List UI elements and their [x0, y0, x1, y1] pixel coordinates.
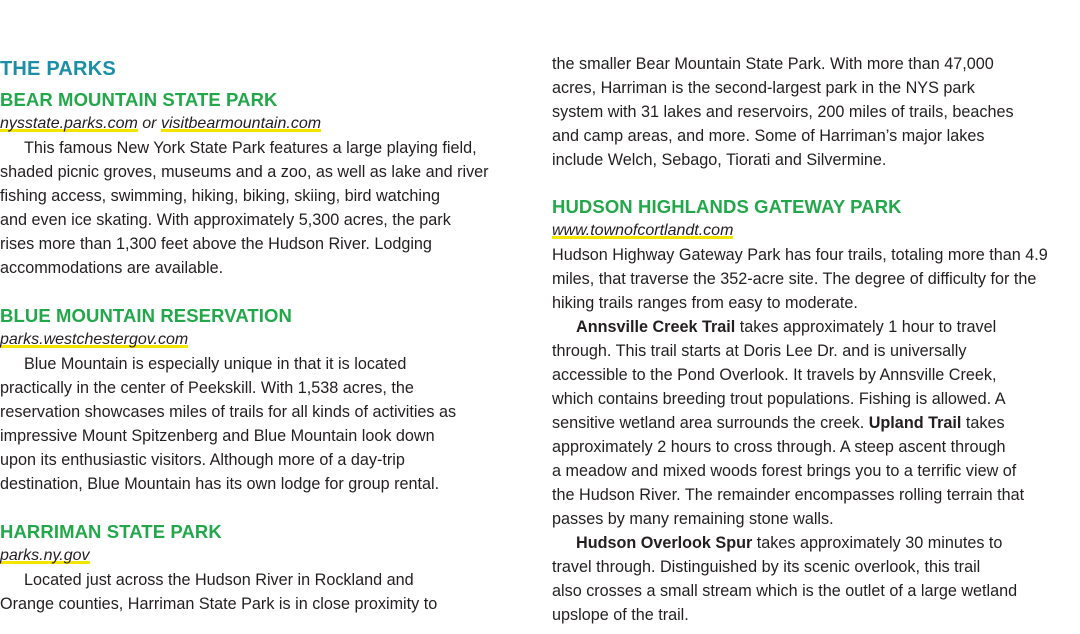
trail-text-hudson-overlook: takes approximately 30 minutes to travel… [552, 534, 1018, 624]
trail-description-annsville-upland: Annsville Creek Trail takes approximatel… [552, 315, 1080, 531]
url-separator: or [142, 115, 157, 132]
section-title: THE PARKS [0, 58, 116, 80]
trail-name-annsville-creek: Annsville Creek Trail [576, 318, 736, 336]
park-description-blue-mountain: Blue Mountain is especially unique in th… [0, 355, 457, 493]
link-townofcortlandt[interactable]: www.townofcortlandt.com [552, 222, 734, 239]
park-url-harriman: parks.ny.gov [0, 544, 90, 568]
link-visitbearmountain[interactable]: visitbearmountain.com [160, 115, 322, 132]
link-parks-ny-gov[interactable]: parks.ny.gov [0, 547, 90, 564]
trail-text-annsville-creek: takes approximately 1 hour to travel thr… [552, 318, 1006, 432]
trail-text-upland: takes approximately 2 hours to cross thr… [552, 414, 1025, 528]
link-nysstate-parks[interactable]: nysstate.parks.com [0, 115, 138, 132]
park-url-blue-mountain: parks.westchestergov.com [0, 328, 189, 352]
park-url-bear-mountain: nysstate.parks.com or visitbearmountain.… [0, 112, 322, 136]
link-westchestergov[interactable]: parks.westchestergov.com [0, 331, 189, 348]
park-intro-hudson-highlands: Hudson Highway Gateway Park has four tra… [552, 246, 1048, 312]
park-url-hudson-highlands: www.townofcortlandt.com [552, 219, 734, 243]
trail-name-hudson-overlook: Hudson Overlook Spur [576, 534, 753, 552]
park-description-bear-mountain: This famous New York State Park features… [0, 139, 489, 277]
trail-name-upland: Upland Trail [868, 414, 962, 432]
park-heading-blue-mountain: BLUE MOUNTAIN RESERVATION [0, 305, 292, 326]
park-heading-harriman: HARRIMAN STATE PARK [0, 521, 222, 542]
park-description-harriman-continued: the smaller Bear Mountain State Park. Wi… [552, 55, 1014, 169]
park-description-harriman: Located just across the Hudson River in … [0, 571, 438, 613]
park-heading-bear-mountain: BEAR MOUNTAIN STATE PARK [0, 89, 278, 110]
trail-description-hudson-overlook: Hudson Overlook Spur takes approximately… [552, 531, 1080, 627]
park-heading-hudson-highlands: HUDSON HIGHLANDS GATEWAY PARK [552, 196, 902, 217]
